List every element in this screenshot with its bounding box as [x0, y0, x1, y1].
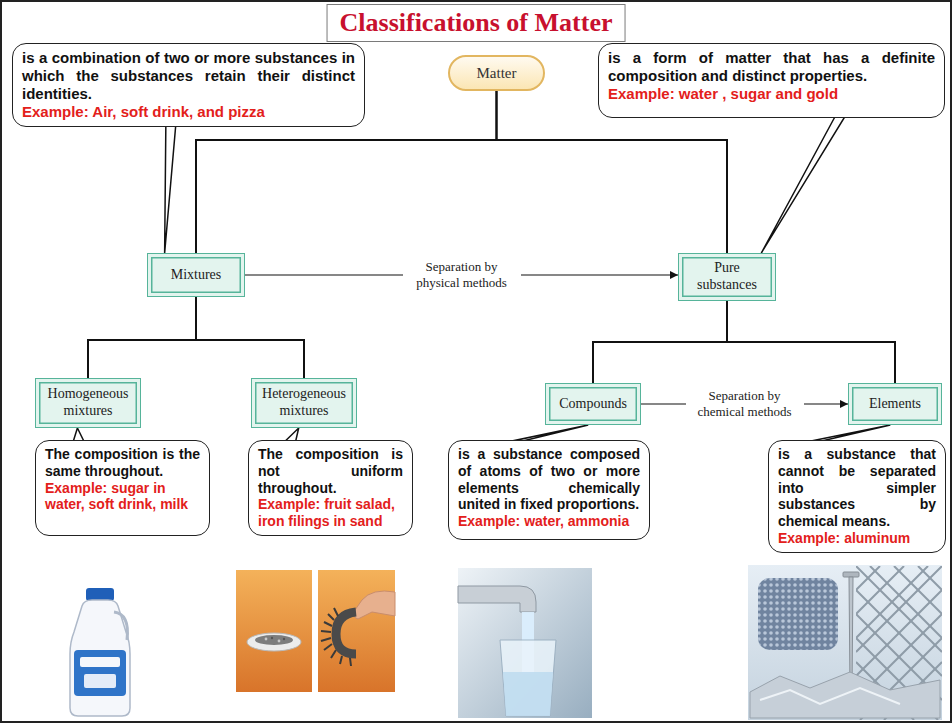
- example-text: Example: water , sugar and gold: [608, 85, 935, 103]
- node-text: Mixtures: [171, 267, 222, 284]
- tree-line: [88, 297, 196, 378]
- example-text: Example: fruit salad, iron filings in sa…: [258, 496, 403, 530]
- node-text: Homogeneous mixtures: [45, 386, 131, 420]
- example-text: Example: sugar in water, soft drink, mil…: [45, 480, 200, 514]
- tree-line: [727, 301, 895, 383]
- tree-line: [593, 301, 727, 383]
- node-text: Compounds: [559, 396, 627, 413]
- milk-jug-photo: [70, 588, 130, 716]
- edge-label: Separation by chemical methods: [686, 388, 804, 421]
- node-text: is a substance composed of atoms of two …: [458, 446, 640, 513]
- node-text: The composition is the same throughout.: [45, 446, 200, 480]
- category-box: Elements: [848, 383, 942, 425]
- definition-callout: is a substance composed of atoms of two …: [448, 440, 650, 540]
- node-text: The composition is not uniform throughou…: [258, 446, 403, 496]
- definition-callout: The composition is the same throughout.E…: [35, 440, 210, 536]
- category-box: Heterogeneous mixtures: [251, 378, 357, 428]
- definition-callout: is a substance that cannot be separated …: [768, 440, 946, 553]
- iron-filings-photo: [236, 570, 395, 692]
- slide-title: Classifications of Matter: [327, 4, 626, 42]
- callout-tail: [165, 124, 176, 253]
- category-box: Homogeneous mixtures: [35, 378, 141, 428]
- callout-tail: [761, 115, 846, 253]
- example-text: Example: aluminum: [778, 530, 936, 547]
- node-text: is a form of matter that has a definite …: [608, 49, 935, 85]
- edge-label: Separation by physical methods: [403, 259, 521, 292]
- definition-callout: is a form of matter that has a definite …: [598, 43, 945, 118]
- example-text: Example: water, ammonia: [458, 513, 640, 530]
- node-text: is a substance that cannot be separated …: [778, 446, 936, 530]
- tree-line: [196, 297, 304, 378]
- category-box: Pure substances: [678, 253, 776, 301]
- tap-water-photo: [458, 568, 592, 718]
- node-text: Matter: [477, 65, 517, 82]
- example-text: Example: Air, soft drink, and pizza: [22, 103, 355, 121]
- node-text: is a combination of two or more substanc…: [22, 49, 355, 103]
- category-box: Mixtures: [147, 253, 245, 297]
- category-box: Compounds: [545, 383, 641, 425]
- node-text: Pure substances: [688, 260, 766, 294]
- node-text: Heterogeneous mixtures: [261, 386, 347, 420]
- definition-callout: The composition is not uniform throughou…: [248, 440, 413, 536]
- node-text: Elements: [869, 396, 921, 413]
- root-pill: Matter: [448, 55, 545, 91]
- definition-callout: is a combination of two or more substanc…: [12, 43, 365, 127]
- aluminum-photo: [748, 565, 942, 720]
